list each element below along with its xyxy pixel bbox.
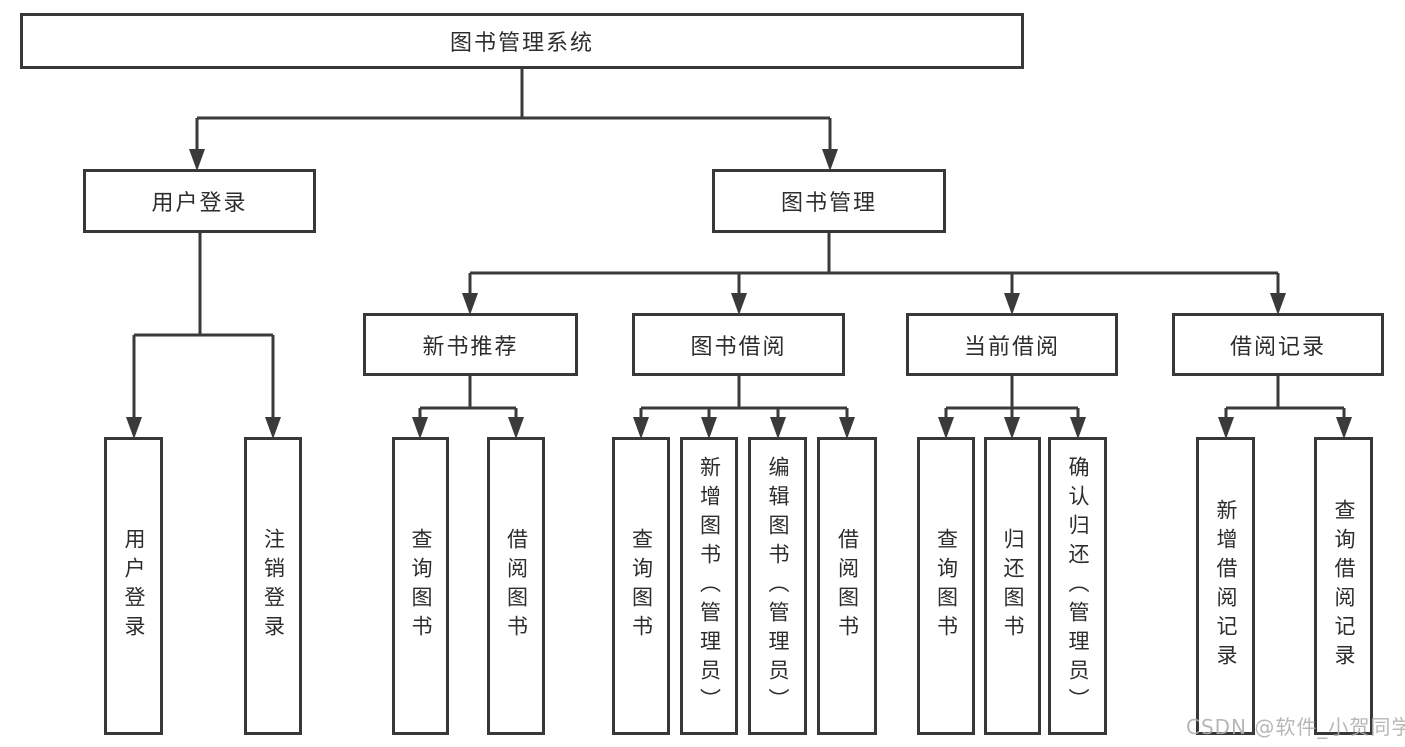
arrowhead-down-icon (1336, 417, 1352, 439)
leaf-query-books-current: 查询图书 (917, 437, 975, 735)
leaf-borrow-books-label: 借阅图书 (835, 528, 860, 644)
arrowhead-down-icon (508, 417, 524, 439)
arrowhead-down-icon (265, 417, 281, 439)
leaf-borrow-books: 借阅图书 (817, 437, 877, 735)
arrowhead-down-icon (770, 417, 786, 439)
node-new-book-recommend: 新书推荐 (363, 313, 578, 376)
node-root-label: 图书管理系统 (449, 31, 594, 56)
arrowhead-down-icon (633, 417, 649, 439)
connector-current-to-leaves (938, 376, 1086, 439)
leaf-add-book-admin: 新增图书（管理员） (680, 437, 738, 735)
leaf-query-books-borrow-label: 查询图书 (629, 528, 654, 644)
arrowhead-down-icon (412, 417, 428, 439)
node-new-book-recommend-label: 新书推荐 (422, 334, 519, 360)
leaf-query-borrow-record-label: 查询借阅记录 (1332, 499, 1356, 673)
leaf-add-book-admin-label: 新增图书（管理员） (697, 455, 722, 717)
arrowhead-down-icon (1004, 293, 1020, 315)
csdn-watermark: CSDN @软件_小贺同学 (1186, 715, 1405, 739)
arrowhead-down-icon (462, 293, 478, 315)
arrowhead-down-icon (731, 293, 747, 315)
node-book-management-label: 图书管理 (780, 191, 877, 216)
leaf-user-login: 用户登录 (104, 437, 163, 735)
leaf-edit-book-admin: 编辑图书（管理员） (748, 437, 807, 735)
leaf-query-borrow-record: 查询借阅记录 (1314, 437, 1373, 735)
leaf-logout: 注销登录 (244, 437, 302, 735)
node-book-borrow-label: 图书借阅 (690, 334, 787, 360)
connector-bookmgmt-to-level3 (462, 233, 1286, 315)
node-book-management: 图书管理 (712, 169, 946, 233)
leaf-query-books-recommend: 查询图书 (392, 437, 449, 735)
leaf-query-books-recommend-label: 查询图书 (409, 528, 433, 644)
arrowhead-down-icon (839, 417, 855, 439)
leaf-add-borrow-record-label: 新增借阅记录 (1214, 499, 1238, 673)
connector-userlogin-to-leaves (126, 233, 281, 439)
leaf-borrow-books-recommend: 借阅图书 (487, 437, 545, 735)
connector-root-to-level2 (189, 68, 838, 171)
leaf-user-login-label: 用户登录 (122, 528, 146, 644)
leaf-confirm-return-admin: 确认归还（管理员） (1048, 437, 1107, 735)
arrowhead-down-icon (189, 149, 205, 171)
arrowhead-down-icon (701, 417, 717, 439)
arrowhead-down-icon (938, 417, 954, 439)
leaf-add-borrow-record: 新增借阅记录 (1196, 437, 1255, 735)
node-user-login-label: 用户登录 (151, 191, 248, 216)
node-borrow-records-label: 借阅记录 (1229, 334, 1326, 360)
leaf-edit-book-admin-label: 编辑图书（管理员） (766, 455, 790, 717)
node-user-login: 用户登录 (83, 169, 316, 233)
node-current-borrow: 当前借阅 (906, 313, 1118, 376)
leaf-query-books-current-label: 查询图书 (934, 528, 959, 644)
arrowhead-down-icon (822, 149, 838, 171)
arrowhead-down-icon (1270, 293, 1286, 315)
connector-records-to-leaves (1218, 376, 1352, 439)
leaf-return-book-label: 归还图书 (1001, 528, 1025, 644)
leaf-query-books-borrow: 查询图书 (612, 437, 670, 735)
node-root: 图书管理系统 (20, 13, 1024, 69)
arrowhead-down-icon (1070, 417, 1086, 439)
leaf-return-book: 归还图书 (984, 437, 1041, 735)
connector-newbook-to-leaves (412, 376, 524, 439)
leaf-confirm-return-admin-label: 确认归还（管理员） (1066, 455, 1090, 717)
node-current-borrow-label: 当前借阅 (963, 334, 1060, 360)
leaf-logout-label: 注销登录 (261, 528, 286, 644)
node-book-borrow: 图书借阅 (632, 313, 845, 376)
node-borrow-records: 借阅记录 (1172, 313, 1384, 376)
arrowhead-down-icon (126, 417, 142, 439)
arrowhead-down-icon (1004, 417, 1020, 439)
leaf-borrow-books-recommend-label: 借阅图书 (504, 528, 529, 644)
connector-borrow-to-leaves (633, 376, 855, 439)
arrowhead-down-icon (1218, 417, 1234, 439)
